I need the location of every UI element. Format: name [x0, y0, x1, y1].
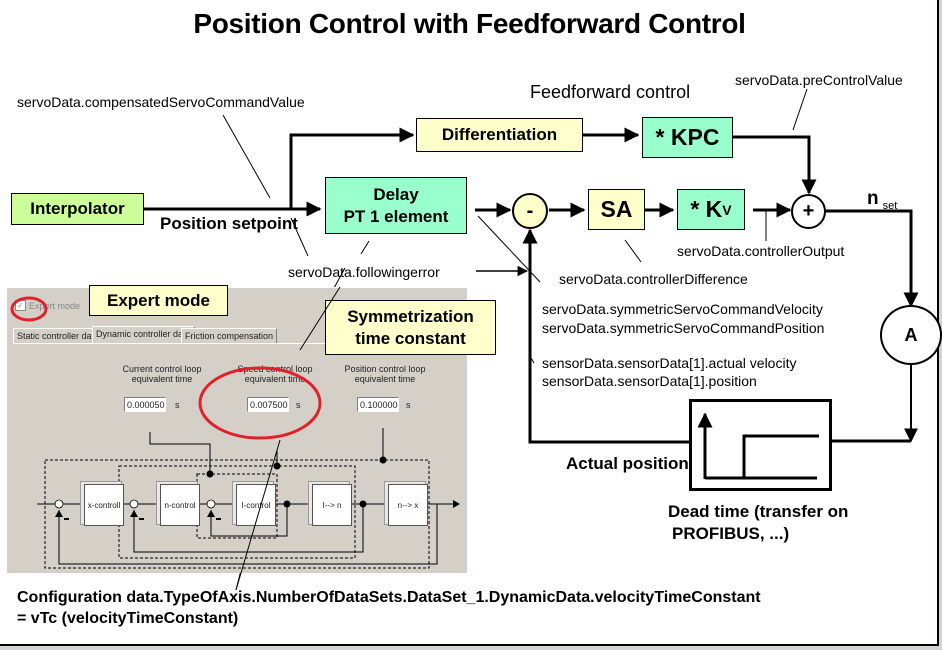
delay-pt1-block: Delay PT 1 element [325, 177, 467, 234]
position-loop-unit: s [406, 400, 411, 410]
expert-mode-callout: Expert mode [89, 285, 228, 316]
symmetrization-line2: time constant [355, 328, 466, 348]
current-loop-label2: equivalent time [131, 374, 193, 384]
label-actual-position: Actual position [566, 454, 689, 474]
symmetrization-line1: Symmetrization [347, 306, 474, 326]
dead-time-line1: Dead time (transfer on [668, 502, 849, 521]
label-configuration: Configuration data.TypeOfAxis.NumberOfDa… [17, 587, 761, 629]
label-position-setpoint: Position setpoint [160, 214, 298, 233]
tab-friction-compensation[interactable]: Friction compensation [181, 328, 278, 344]
n-set-subscript: set [882, 199, 898, 212]
config-line1: Configuration data.TypeOfAxis.NumberOfDa… [17, 589, 761, 606]
label-compensated-command: servoData.compensatedServoCommandValue [17, 94, 305, 110]
wire-branch-ff [289, 127, 415, 209]
position-loop-label1: Position control loop [344, 364, 426, 374]
kv-label: * K [690, 196, 723, 222]
label-sym-position: servoData.symmetricServoCommandPosition [542, 320, 825, 336]
wire-feedback [522, 228, 689, 444]
label-controller-difference: servoData.controllerDifference [559, 271, 748, 287]
differentiation-block: Differentiation [416, 118, 583, 152]
sa-block: SA [588, 189, 645, 230]
label-controller-output: servoData.controllerOutput [677, 243, 845, 259]
label-following-error: servoData.followingerror [288, 264, 440, 280]
current-loop-label: Current control loop equivalent time [117, 364, 207, 384]
position-loop-label: Position control loop equivalent time [340, 364, 430, 384]
position-loop-time-input[interactable]: 0.100000 [357, 397, 399, 412]
label-feedforward-control: Feedforward control [530, 82, 691, 102]
wire-kpc-add [733, 135, 817, 195]
current-loop-unit: s [175, 400, 180, 410]
label-sym-velocity: servoData.symmetricServoCommandVelocity [542, 301, 823, 317]
delay-line2: PT 1 element [343, 206, 449, 226]
speed-loop-label2: equivalent time [244, 374, 306, 384]
dead-time-block [689, 399, 832, 491]
current-loop-time-input[interactable]: 0.000050 [124, 397, 166, 412]
speed-loop-time-input[interactable]: 0.007500 [247, 397, 289, 412]
subtract-junction: - [512, 193, 548, 229]
speed-loop-unit: s [296, 400, 301, 410]
n-set-label: n [867, 188, 879, 209]
x-control-block: x-controll [84, 484, 124, 526]
wire-nset [826, 209, 919, 308]
delay-line1: Delay [373, 184, 419, 204]
config-line2: = vTc (velocityTimeConstant) [17, 610, 239, 627]
label-actual-velocity: sensorData.sensorData[1].actual velocity [542, 355, 797, 371]
n-control-block: n-control [160, 484, 200, 526]
label-sensor-position: sensorData.sensorData[1].position [542, 373, 757, 389]
actual-position-text: Actual position [566, 454, 689, 473]
expert-checkbox-label: Expert mode [29, 300, 81, 311]
interpolator-block: Interpolator [11, 193, 144, 225]
current-loop-label1: Current control loop [122, 364, 202, 374]
speed-loop-highlight [198, 366, 322, 440]
kv-subscript: V [722, 201, 732, 218]
label-dead-time: Dead time (transfer on PROFIBUS, ...) [668, 501, 848, 545]
tab-line [13, 343, 467, 344]
highlight-overlay [10, 296, 322, 440]
dead-time-line2: PROFIBUS, ...) [672, 524, 790, 543]
i-to-n-block: I--> n [312, 484, 352, 526]
a-block: A [880, 305, 942, 365]
step-response-icon [697, 412, 819, 480]
symmetrization-callout: Symmetrization time constant [325, 300, 496, 355]
expert-mode-highlight [10, 296, 48, 322]
label-precontrol-value: servoData.preControlValue [735, 72, 903, 88]
n-to-x-block: n--> x [388, 484, 428, 526]
kpc-block: * KPC [642, 117, 733, 158]
position-loop-label2: equivalent time [354, 374, 416, 384]
page-title: Position Control with Feedforward Contro… [193, 8, 746, 39]
add-junction: + [791, 194, 826, 229]
